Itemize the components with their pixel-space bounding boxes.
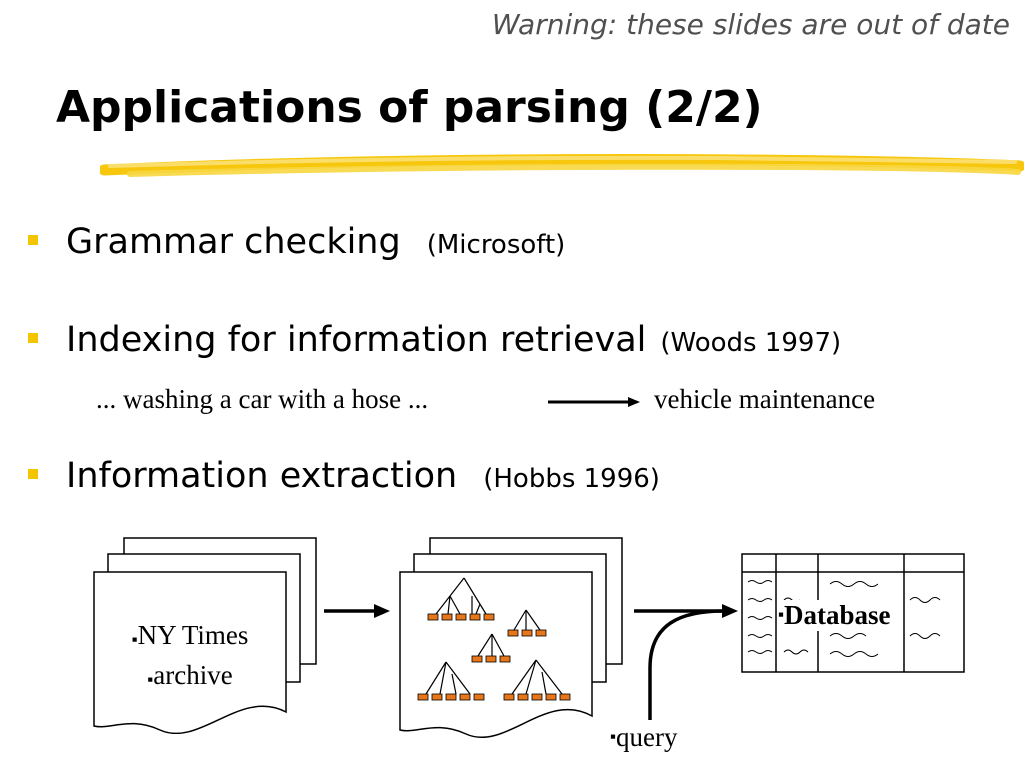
bullet-citation: (Woods 1997) (660, 328, 842, 358)
warning-note: Warning: these slides are out of date (491, 8, 1010, 41)
document-stack-icon (93, 537, 317, 734)
query-label: ▪query (610, 722, 678, 752)
bullet-information-extraction: Information extraction (Hobbs 1996) (28, 456, 660, 496)
query-arrow-icon (634, 604, 738, 720)
bullet-grammar-checking: Grammar checking (Microsoft) (28, 222, 565, 262)
example-result: vehicle maintenance (654, 384, 876, 414)
bullet-indexing: Indexing for information retrieval (Wood… (28, 320, 841, 360)
bullet-marker-icon (28, 469, 38, 479)
bullet-citation: (Microsoft) (426, 230, 566, 260)
slide-title: Applications of parsing (2/2) (56, 82, 763, 133)
right-arrow-icon (324, 604, 390, 618)
bullet-citation: (Hobbs 1996) (483, 464, 660, 494)
bullet-marker-icon (28, 333, 38, 343)
parsed-documents-icon (399, 537, 623, 739)
database-label: ▪Database (778, 600, 891, 631)
bullet-text: Indexing for information retrieval (66, 320, 647, 360)
parse-tree-icon (425, 577, 563, 695)
bullet-text: Grammar checking (66, 222, 401, 262)
document-label: ▪NY Times ▪archive (131, 620, 249, 690)
bullet-marker-icon (28, 235, 38, 245)
right-arrow-icon (548, 397, 640, 407)
bullet-text: Information extraction (66, 456, 458, 496)
title-underline-stroke (100, 153, 1024, 177)
example-phrase: ... washing a car with a hose ... (96, 384, 429, 414)
